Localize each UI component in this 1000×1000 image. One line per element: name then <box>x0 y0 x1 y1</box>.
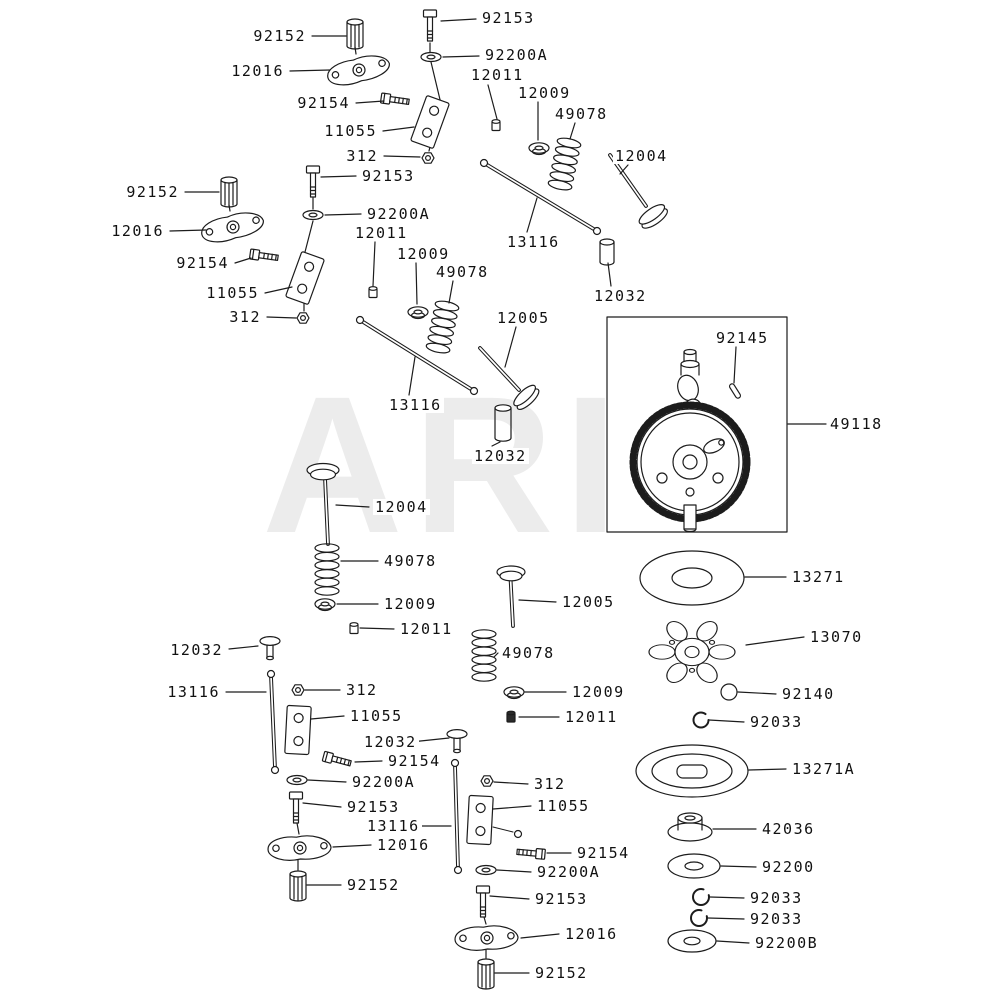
part-valve-12004-c <box>306 462 340 546</box>
part-label: 92200A <box>365 205 433 223</box>
part-label: 12009 <box>382 595 439 613</box>
part-label: 12032 <box>362 733 419 751</box>
part-pushrod-13116-b <box>355 315 479 396</box>
part-valve-12005-d <box>496 565 526 628</box>
part-label: 12005 <box>495 309 552 327</box>
part-ring-92033-c <box>690 909 708 927</box>
part-label: 92145 <box>714 329 771 347</box>
part-label: 92152 <box>251 27 308 45</box>
part-label: 12016 <box>375 836 432 854</box>
part-ball-92140 <box>720 683 738 701</box>
part-label: 12011 <box>353 224 410 242</box>
part-label: 12004 <box>373 498 430 516</box>
part-label: 11055 <box>204 284 261 302</box>
part-label: 11055 <box>535 797 592 815</box>
part-label: 92200A <box>483 46 551 64</box>
part-label: 92200A <box>350 773 418 791</box>
part-label: 92200B <box>753 934 821 952</box>
part-plate-13271 <box>639 550 745 606</box>
part-collar-42036 <box>667 812 713 842</box>
part-label: 92152 <box>124 183 181 201</box>
part-label: 92033 <box>748 910 805 928</box>
part-label: 92154 <box>174 254 231 272</box>
part-label: 13116 <box>505 233 562 251</box>
part-label: 312 <box>344 147 380 165</box>
part-label: 92153 <box>360 167 417 185</box>
part-label: 92033 <box>748 713 805 731</box>
part-label: 49078 <box>500 644 557 662</box>
part-label: 12032 <box>592 287 649 305</box>
part-label: 12032 <box>472 447 529 465</box>
part-label: 312 <box>344 681 380 699</box>
part-plate-13271a <box>635 744 749 798</box>
part-label: 13116 <box>365 817 422 835</box>
part-label: 12032 <box>168 641 225 659</box>
part-pin-92145 <box>728 383 742 399</box>
part-label: 92154 <box>295 94 352 112</box>
part-pushrod-13116-f <box>450 758 463 875</box>
part-label: 13271 <box>790 568 847 586</box>
part-label: 92200A <box>535 863 603 881</box>
part-washer-92200 <box>667 853 721 879</box>
part-label: 12005 <box>560 593 617 611</box>
part-label: 11055 <box>348 707 405 725</box>
part-label: 312 <box>227 308 263 326</box>
part-label: 92200 <box>760 858 817 876</box>
part-label: 49078 <box>434 263 491 281</box>
part-label: 312 <box>532 775 568 793</box>
part-cap-12011-d <box>506 710 516 723</box>
part-label: 12004 <box>613 147 670 165</box>
part-label: 49118 <box>828 415 885 433</box>
part-label: 49078 <box>553 105 610 123</box>
bracket-pin <box>492 826 523 839</box>
part-label: 92140 <box>780 685 837 703</box>
part-label: 12009 <box>395 245 452 263</box>
part-label: 92153 <box>533 890 590 908</box>
part-washer-92200b <box>667 929 717 953</box>
part-label: 92153 <box>480 9 537 27</box>
part-pushrod-13116-e <box>266 669 280 775</box>
part-label: 13070 <box>808 628 865 646</box>
part-label: 42036 <box>760 820 817 838</box>
part-label: 92153 <box>345 798 402 816</box>
part-label: 92152 <box>533 964 590 982</box>
part-guide-12032-b <box>494 404 512 442</box>
part-label: 12016 <box>109 222 166 240</box>
part-label: 12009 <box>570 683 627 701</box>
part-label: 12016 <box>563 925 620 943</box>
part-label: 92033 <box>748 889 805 907</box>
part-label: 12011 <box>563 708 620 726</box>
part-label: 12011 <box>469 66 526 84</box>
part-camshaft-49118 <box>629 348 751 533</box>
part-label: 12009 <box>516 84 573 102</box>
part-valve-12005-b <box>478 346 540 411</box>
part-label: 49078 <box>382 552 439 570</box>
part-label: 13271A <box>790 760 858 778</box>
part-label: 11055 <box>322 122 379 140</box>
part-label: 92154 <box>386 752 443 770</box>
part-label: 12011 <box>398 620 455 638</box>
part-ring-92033-b <box>692 888 710 906</box>
part-label: 13116 <box>165 683 222 701</box>
part-label: 12016 <box>229 62 286 80</box>
part-label: 13116 <box>387 396 444 414</box>
part-cam-gear-13070 <box>648 621 736 683</box>
part-label: 92152 <box>345 876 402 894</box>
part-label: 92154 <box>575 844 632 862</box>
part-pushrod-13116-a <box>479 158 602 236</box>
